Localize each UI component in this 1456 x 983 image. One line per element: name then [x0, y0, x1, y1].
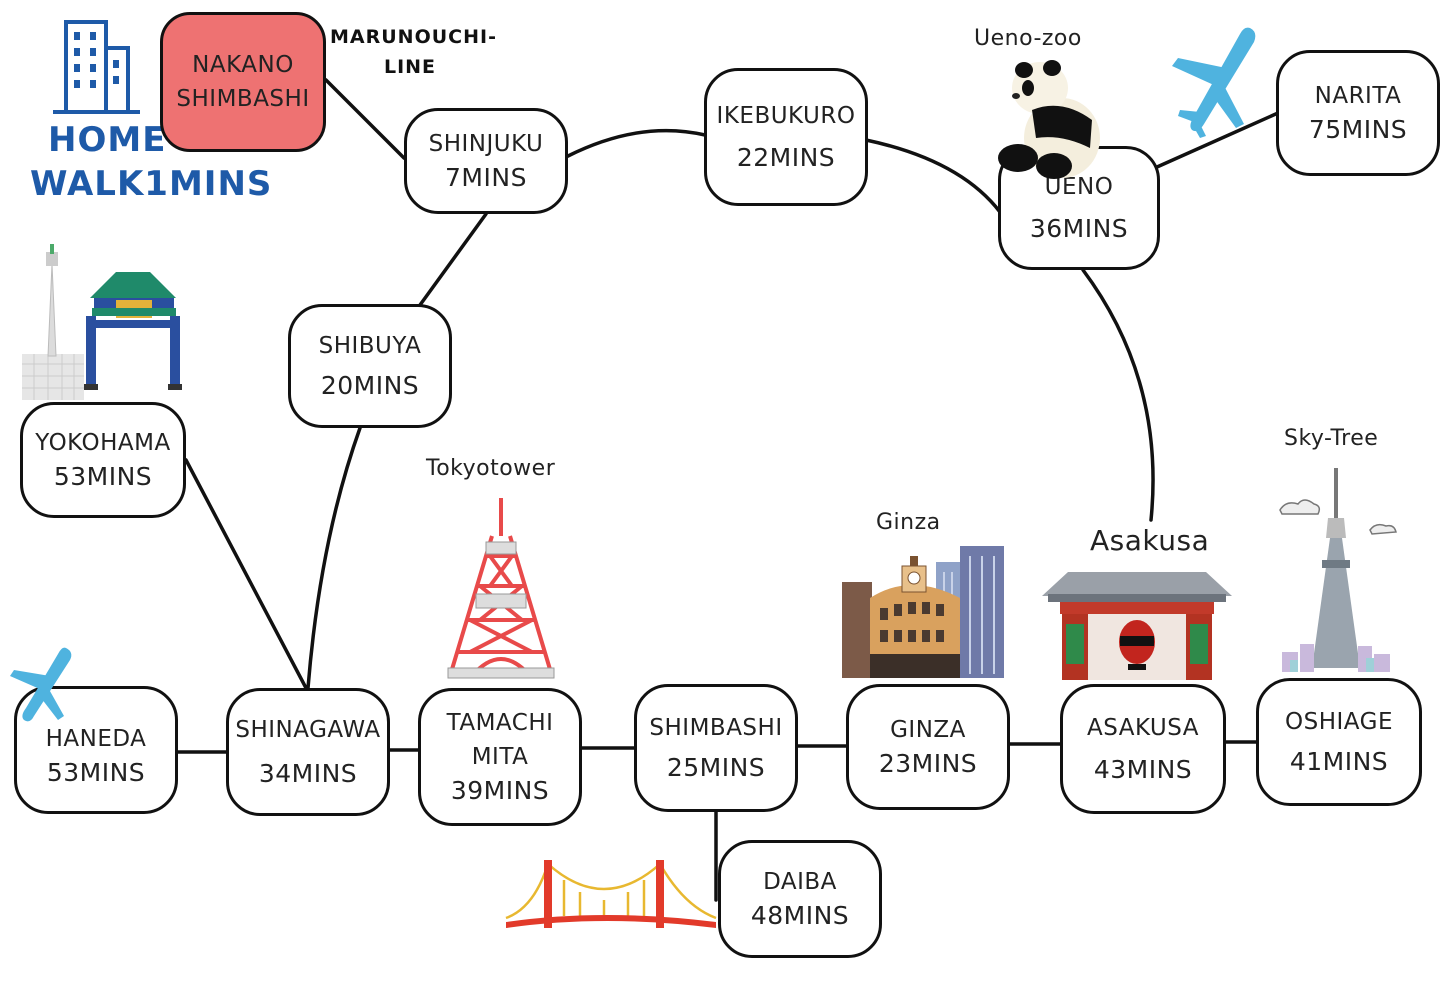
station-name: SHIMBASHI	[649, 715, 783, 741]
station-shinjuku[interactable]: SHINJUKU 7MINS	[404, 108, 568, 214]
station-tamachi-mita[interactable]: TAMACHI MITA 39MINS	[418, 688, 582, 826]
landmark-label-ueno-zoo: Ueno-zoo	[974, 26, 1082, 51]
station-daiba[interactable]: DAIBA 48MINS	[718, 840, 882, 958]
route-nakano-shinjuku	[324, 78, 406, 160]
home-walk-label: WALK1MINS	[30, 164, 273, 204]
station-haneda[interactable]: HANEDA 53MINS	[14, 686, 178, 814]
airplane-icon	[10, 647, 72, 722]
station-shibuya[interactable]: SHIBUYA 20MINS	[288, 304, 452, 428]
station-time: 41MINS	[1289, 747, 1389, 776]
station-ikebukuro[interactable]: IKEBUKURO 22MINS	[704, 68, 868, 206]
skytree-icon	[1279, 468, 1397, 672]
station-time: 22MINS	[736, 143, 836, 172]
station-name: YOKOHAMA	[35, 430, 171, 456]
station-name: SHIMBASHI	[176, 86, 310, 112]
building-icon	[53, 20, 140, 114]
station-name: HANEDA	[45, 726, 147, 752]
station-time: 25MINS	[666, 753, 766, 782]
landmark-label-asakusa: Asakusa	[1090, 524, 1210, 557]
route-ueno-asakusa	[1081, 268, 1155, 522]
station-name: NAKANO	[192, 52, 294, 78]
station-name: SHINAGAWA	[235, 717, 381, 743]
station-time: 53MINS	[53, 462, 153, 491]
rainbow-bridge-icon	[505, 860, 717, 928]
station-shinagawa[interactable]: SHINAGAWA 34MINS	[226, 688, 390, 816]
station-nakano-shimbashi[interactable]: NAKANO SHIMBASHI	[160, 12, 326, 152]
station-name: OSHIAGE	[1285, 709, 1393, 735]
station-asakusa[interactable]: ASAKUSA 43MINS	[1060, 684, 1226, 814]
station-name: SHINJUKU	[428, 131, 544, 157]
station-name: MITA	[471, 744, 529, 770]
station-name: DAIBA	[763, 869, 837, 895]
ginza-building-icon	[842, 546, 1004, 678]
asakusa-gate-icon	[1042, 572, 1232, 680]
route-shibuya-shinagawa	[306, 426, 362, 690]
panda-icon	[998, 60, 1100, 179]
route-ikebukuro-ueno	[864, 138, 1002, 214]
station-time: 48MINS	[750, 901, 850, 930]
station-yokohama[interactable]: YOKOHAMA 53MINS	[20, 402, 186, 518]
station-name: IKEBUKURO	[716, 103, 856, 129]
station-name: ASAKUSA	[1086, 715, 1200, 741]
station-name: SHIBUYA	[318, 333, 422, 359]
marunouchi-line-label: MARUNOUCHI-LINE	[330, 26, 497, 78]
route-shinjuku-ikebukuro	[566, 128, 707, 158]
station-time: 75MINS	[1308, 115, 1408, 144]
station-time: 43MINS	[1093, 755, 1193, 784]
station-shimbashi[interactable]: SHIMBASHI 25MINS	[634, 684, 798, 812]
station-time: 36MINS	[1029, 214, 1129, 243]
landmark-label-tokyotower: Tokyotower	[426, 456, 556, 481]
yokohama-gate-icon	[22, 244, 182, 400]
station-narita[interactable]: NARITA 75MINS	[1276, 50, 1440, 176]
station-oshiage[interactable]: OSHIAGE 41MINS	[1256, 678, 1422, 806]
station-time: 34MINS	[258, 759, 358, 788]
station-time: 20MINS	[320, 371, 420, 400]
station-time: 39MINS	[450, 776, 550, 805]
station-name: TAMACHI	[446, 710, 554, 736]
station-ginza[interactable]: GINZA 23MINS	[846, 684, 1010, 810]
station-time: 23MINS	[878, 749, 978, 778]
route-yokohama-shinagawa	[184, 458, 308, 690]
station-time: 7MINS	[445, 163, 527, 192]
home-label: HOME	[48, 120, 167, 160]
route-ueno-narita	[1155, 111, 1280, 169]
station-name: GINZA	[890, 717, 966, 743]
landmark-label-ginza: Ginza	[876, 510, 941, 535]
landmark-label-skytree: Sky-Tree	[1284, 426, 1379, 451]
route-shinjuku-shibuya	[418, 212, 488, 307]
airplane-icon	[1172, 27, 1256, 138]
tokyo-tower-icon	[447, 498, 555, 679]
station-name: NARITA	[1314, 83, 1402, 109]
station-time: 53MINS	[46, 758, 146, 787]
